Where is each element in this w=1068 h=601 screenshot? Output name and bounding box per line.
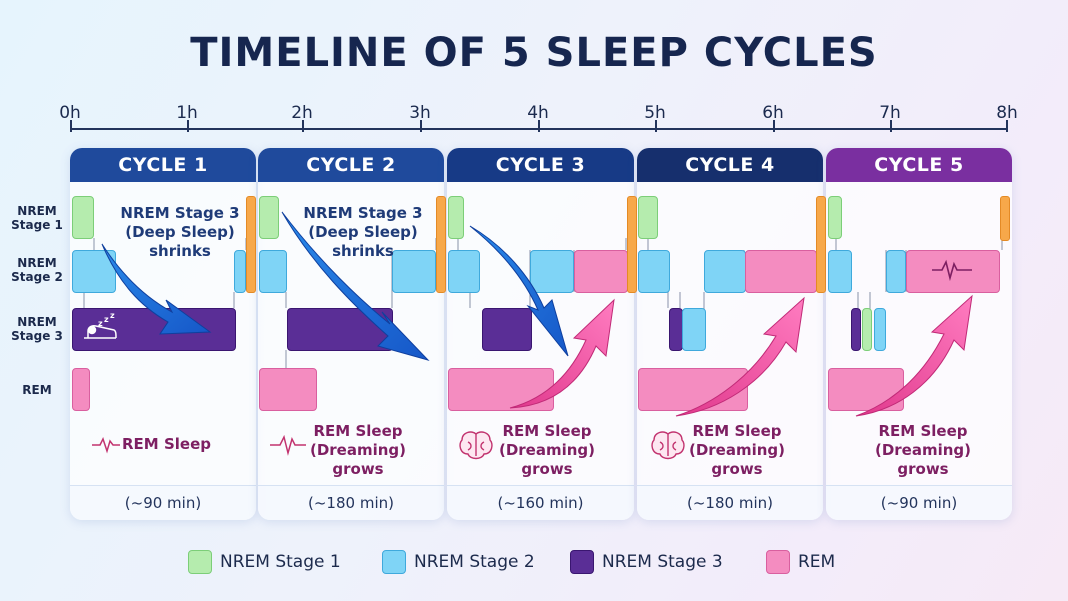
cycle-header: CYCLE 3 bbox=[447, 148, 634, 182]
nrem2-block bbox=[234, 250, 246, 293]
axis-tick-label: 4h bbox=[527, 103, 549, 123]
rem-note: REM Sleep (Dreaming) grows bbox=[498, 422, 596, 478]
svg-text:z: z bbox=[110, 311, 115, 320]
nrem1-block bbox=[638, 196, 658, 239]
axis-tick bbox=[70, 120, 72, 132]
awake-marker bbox=[436, 196, 446, 293]
axis-tick-label: 0h bbox=[59, 103, 81, 123]
rem-grows-arrow bbox=[675, 296, 805, 417]
legend-swatch bbox=[188, 550, 212, 574]
axis-tick-label: 2h bbox=[291, 103, 313, 123]
row-label-nrem-2: NREM Stage 2 bbox=[11, 256, 63, 284]
row-label-nrem-3: NREM Stage 3 bbox=[11, 315, 63, 343]
diagram-title: TIMELINE OF 5 SLEEP CYCLES bbox=[190, 30, 878, 76]
axis-tick-label: 6h bbox=[762, 103, 784, 123]
nrem3-block bbox=[72, 308, 236, 351]
deep-sleep-shrinks-arrow bbox=[281, 211, 430, 361]
legend-item-nrem-2: NREM Stage 2 bbox=[382, 550, 535, 574]
axis-tick bbox=[420, 120, 422, 132]
brain-icon bbox=[651, 431, 685, 460]
awake-marker bbox=[246, 196, 256, 293]
legend-label: NREM Stage 2 bbox=[414, 552, 535, 572]
heartbeat-icon bbox=[92, 437, 120, 454]
brain-icon bbox=[459, 431, 493, 460]
axis-tick bbox=[187, 120, 189, 132]
awake-marker bbox=[1000, 196, 1010, 241]
cycle-duration: (~90 min) bbox=[826, 485, 1012, 520]
cycle-header: CYCLE 1 bbox=[70, 148, 256, 182]
legend-item-nrem-1: NREM Stage 1 bbox=[188, 550, 341, 574]
legend-swatch bbox=[382, 550, 406, 574]
rem-block bbox=[259, 368, 317, 411]
nrem2-block bbox=[259, 250, 287, 293]
axis-tick-label: 7h bbox=[879, 103, 901, 123]
legend-swatch bbox=[570, 550, 594, 574]
nrem2-block bbox=[392, 250, 436, 293]
nrem1-block bbox=[828, 196, 842, 239]
axis-tick bbox=[1006, 120, 1008, 132]
awake-marker bbox=[627, 196, 637, 293]
awake-marker bbox=[816, 196, 826, 293]
nrem2-block bbox=[874, 308, 886, 351]
svg-text:z: z bbox=[104, 315, 109, 324]
rem-note: REM Sleep (Dreaming) grows bbox=[309, 422, 407, 478]
rem-block bbox=[906, 250, 1000, 293]
nrem2-block bbox=[886, 250, 906, 293]
nrem3-block bbox=[851, 308, 861, 351]
rem-grows-arrow bbox=[509, 298, 615, 409]
axis-tick-label: 3h bbox=[409, 103, 431, 123]
nrem1-block bbox=[448, 196, 464, 239]
svg-text:z: z bbox=[98, 319, 103, 328]
nrem1-block bbox=[72, 196, 94, 239]
cycle-header: CYCLE 2 bbox=[258, 148, 444, 182]
rem-note: REM Sleep (Dreaming) grows bbox=[688, 422, 786, 478]
legend-item-rem: REM bbox=[766, 550, 835, 574]
heartbeat-icon bbox=[270, 434, 306, 456]
axis-tick bbox=[890, 120, 892, 132]
axis-tick bbox=[655, 120, 657, 132]
axis-tick-label: 5h bbox=[644, 103, 666, 123]
legend-item-nrem-3: NREM Stage 3 bbox=[570, 550, 723, 574]
nrem2-block bbox=[638, 250, 670, 293]
rem-grows-arrow bbox=[855, 294, 973, 417]
axis-tick bbox=[538, 120, 540, 132]
cycle-header: CYCLE 4 bbox=[637, 148, 823, 182]
cycle-duration: (~180 min) bbox=[637, 485, 823, 520]
nrem2-block bbox=[828, 250, 852, 293]
legend-swatch bbox=[766, 550, 790, 574]
cycle-header: CYCLE 5 bbox=[826, 148, 1012, 182]
deep-sleep-annotation: NREM Stage 3 (Deep Sleep) shrinks bbox=[303, 204, 423, 260]
rem-note: REM Sleep bbox=[122, 435, 211, 453]
nrem1-block bbox=[259, 196, 279, 239]
cycle-duration: (~160 min) bbox=[447, 485, 634, 520]
cycle-duration: (~180 min) bbox=[258, 485, 444, 520]
nrem1-block bbox=[862, 308, 872, 351]
legend-label: NREM Stage 3 bbox=[602, 552, 723, 572]
deep-sleep-shrinks-arrow bbox=[469, 225, 569, 357]
deep-sleep-shrinks-arrow bbox=[101, 243, 212, 335]
heartbeat-icon bbox=[932, 259, 972, 282]
axis-tick-label: 8h bbox=[996, 103, 1018, 123]
rem-block bbox=[745, 250, 817, 293]
row-label-nrem-1: NREM Stage 1 bbox=[11, 204, 63, 232]
sleeping-person-icon bbox=[84, 325, 117, 339]
row-label-rem: REM bbox=[22, 383, 52, 397]
nrem3-block bbox=[482, 308, 532, 351]
legend-label: REM bbox=[798, 552, 836, 572]
axis-tick bbox=[302, 120, 304, 132]
cycle-duration: (~90 min) bbox=[70, 485, 256, 520]
nrem2-block bbox=[682, 308, 706, 351]
legend-label: NREM Stage 1 bbox=[220, 552, 341, 572]
nrem2-block bbox=[530, 250, 574, 293]
axis-tick bbox=[773, 120, 775, 132]
rem-note: REM Sleep (Dreaming) grows bbox=[874, 422, 972, 478]
deep-sleep-annotation: NREM Stage 3 (Deep Sleep) shrinks bbox=[120, 204, 240, 260]
nrem2-block bbox=[448, 250, 480, 293]
axis-tick-label: 1h bbox=[176, 103, 198, 123]
rem-block bbox=[72, 368, 90, 411]
